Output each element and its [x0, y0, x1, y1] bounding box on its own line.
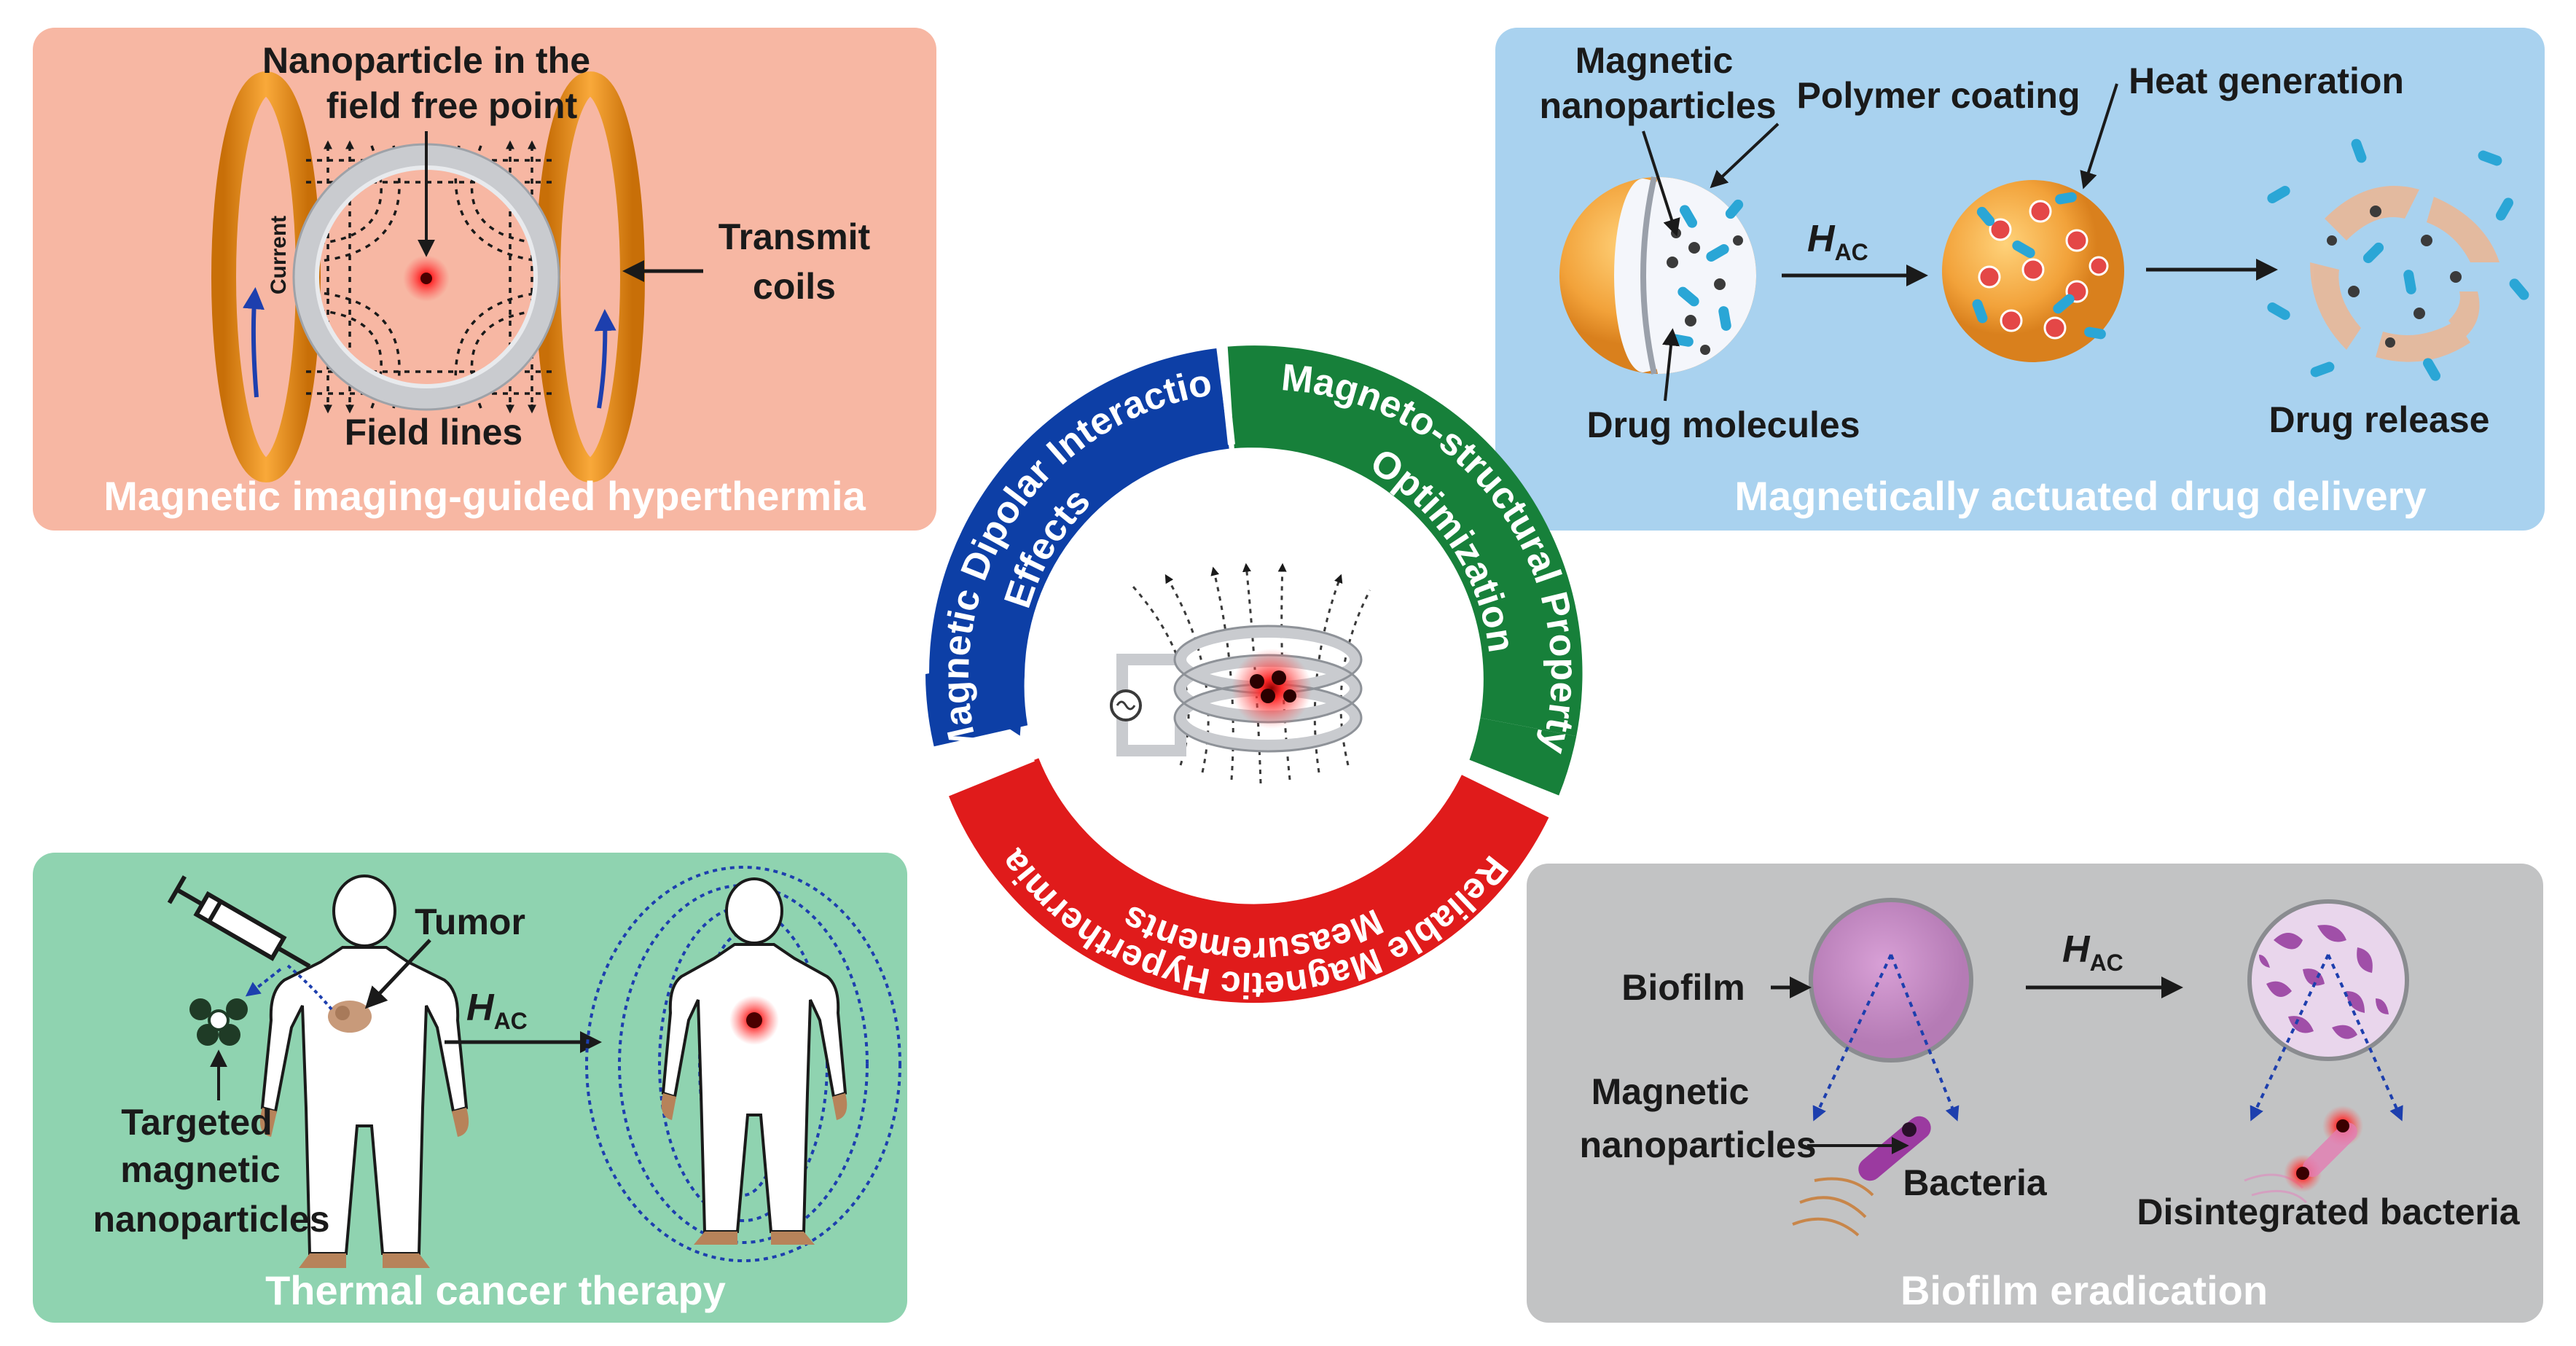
label-targeted-line3: nanoparticles — [93, 1199, 329, 1240]
label-drug-molecules: Drug molecules — [1586, 404, 1860, 445]
label-nanoparticle-line1: Nanoparticle in the — [262, 40, 590, 81]
panel-hyperthermia-bg — [33, 28, 936, 531]
label-targeted-line1: Targeted — [121, 1102, 272, 1143]
pointer-heat — [2080, 83, 2118, 189]
tumor-icon — [328, 1001, 372, 1033]
nanoparticle-cluster-icon — [189, 998, 248, 1046]
label-hac-cancer: HAC — [466, 987, 528, 1034]
label-nanoparticle-line2: field free point — [326, 85, 578, 126]
disrupted-biofilm — [2247, 899, 2409, 1061]
label-heat: Heat generation — [2129, 60, 2404, 101]
label-polymer: Polymer coating — [1797, 75, 2080, 116]
center-hot-particles — [1232, 649, 1312, 729]
particle-path — [286, 964, 333, 1011]
label-hac-biofilm: HAC — [2062, 928, 2123, 976]
pointer-polymer — [1710, 122, 1780, 189]
injection-arrow — [245, 968, 282, 997]
panel-drug-delivery-title: Magnetically actuated drug delivery — [1734, 473, 2426, 519]
label-targeted-line2: magnetic — [120, 1149, 281, 1190]
biofilm-fragments — [2259, 925, 2389, 1039]
field-arrow-heads — [324, 140, 536, 414]
panel-drug-delivery: HAC Magnetic nanoparticles Polymer coati… — [1495, 28, 2545, 531]
released-particles — [2327, 206, 2462, 348]
syringe-icon — [167, 875, 311, 969]
label-biofilm: Biofilm — [1621, 967, 1745, 1008]
human-figure-left — [259, 874, 469, 1268]
pointer-tumor — [364, 939, 431, 1009]
panel-cancer: HAC Tumor Targeted magnetic nanoparticle… — [33, 853, 907, 1323]
panel-hyperthermia: Nanoparticle in the field free point Tra… — [33, 28, 936, 531]
panel-cancer-bg — [33, 853, 907, 1323]
label-current: Current — [267, 216, 291, 294]
nanoparticle-dot — [420, 273, 432, 284]
ring-segment-green — [1227, 345, 1583, 737]
label-tumor: Tumor — [415, 901, 525, 942]
released-drugs — [2267, 138, 2529, 381]
label-transmit-line2: coils — [753, 266, 836, 307]
biofilm-disc — [1809, 898, 1973, 1063]
current-arrow-left — [243, 287, 265, 398]
label-disintegrated: Disintegrated bacteria — [2137, 1192, 2520, 1232]
label-magnetic-line2: nanoparticles — [1579, 1124, 1816, 1165]
panel-biofilm-title: Biofilm eradication — [1900, 1267, 2268, 1313]
disintegrated-bacteria-icon — [2244, 1106, 2363, 1204]
label-magnetic-line1: Magnetic — [1575, 40, 1734, 81]
label-transmit-line1: Transmit — [719, 216, 871, 257]
label-magnetic-line1: Magnetic — [1592, 1071, 1750, 1112]
panel-biofilm: HAC Biofilm Magnetic nanoparticles Bacte… — [1527, 864, 2543, 1323]
human-figure-right — [661, 877, 847, 1245]
pointer-drug-molecules — [1662, 328, 1680, 402]
ring-segment-red — [947, 758, 1549, 1003]
label-drug-release: Drug release — [2269, 399, 2490, 440]
label-bacteria: Bacteria — [1903, 1162, 2048, 1203]
label-hac-drug: HAC — [1807, 218, 1868, 265]
ring-segment-blue — [925, 348, 1229, 736]
magnetic-particles-inside — [1667, 228, 1743, 355]
panel-hyperthermia-title: Magnetic imaging-guided hyperthermia — [103, 473, 866, 519]
panel-cancer-title: Thermal cancer therapy — [265, 1267, 726, 1313]
pointer-magnetic-np — [1642, 130, 1680, 237]
label-field-lines: Field lines — [345, 412, 523, 453]
label-magnetic-line2: nanoparticles — [1539, 85, 1776, 126]
heated-particles — [1972, 192, 2109, 340]
biofilm-dashed-lines — [1812, 954, 1960, 1122]
current-arrow-right — [594, 309, 616, 409]
